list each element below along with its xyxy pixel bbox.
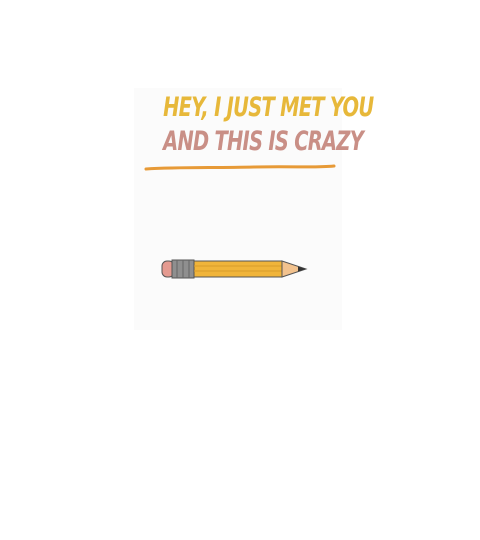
- headline-line-2: AND THIS IS CRAZY: [163, 126, 364, 157]
- shirt-design-artwork: HEY, I JUST MET YOU AND THIS IS CRAZY: [134, 88, 374, 330]
- brush-stroke-divider: [144, 164, 336, 171]
- pencil-icon: [161, 259, 308, 279]
- headline-line-1: HEY, I JUST MET YOU: [163, 92, 374, 123]
